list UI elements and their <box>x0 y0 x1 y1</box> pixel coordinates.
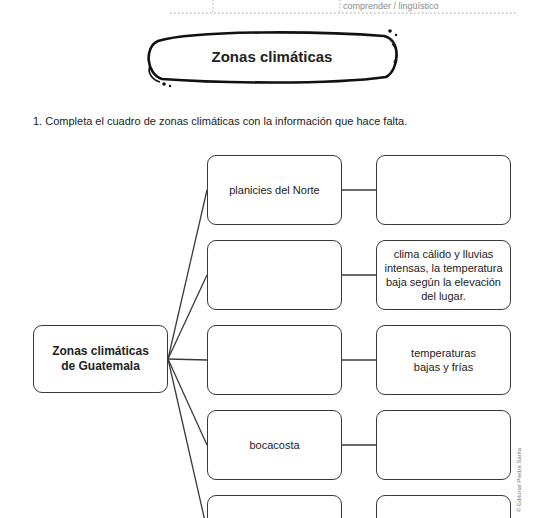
ink-stroke <box>392 44 396 63</box>
zone-box: bocacosta <box>207 410 342 480</box>
box-text: clima cálido y lluvias intensas, la temp… <box>383 247 504 303</box>
connector-line <box>342 359 376 360</box>
worksheet-title: Zonas climáticas <box>172 48 372 65</box>
header-rule <box>170 13 515 14</box>
zone-box <box>376 495 511 518</box>
ink-dot <box>388 29 392 33</box>
ink-stroke <box>149 66 160 82</box>
zone-box: planicies del Norte <box>207 155 342 225</box>
zone-box <box>207 240 342 310</box>
ink-dot <box>169 85 171 87</box>
header-tag: comprender / lingüístico <box>343 1 439 11</box>
box-text: Zonas climáticas de Guatemala <box>48 344 153 374</box>
copyright-note: © Editorial Piedra Santa <box>516 448 522 512</box>
instruction-text: 1. Completa el cuadro de zonas climática… <box>33 115 407 127</box>
zone-box <box>376 410 511 480</box>
zone-box: clima cálido y lluvias intensas, la temp… <box>376 240 511 310</box>
connector-line <box>168 359 207 518</box>
title-blob <box>149 32 397 82</box>
zone-box: temperaturas bajas y frías <box>376 325 511 395</box>
box-text: bocacosta <box>249 438 299 452</box>
connector-line <box>342 444 376 445</box>
box-text: temperaturas bajas y frías <box>401 346 486 374</box>
connector-line <box>168 275 207 359</box>
ink-dot <box>162 82 166 86</box>
connector-line <box>342 189 376 190</box>
zone-box <box>207 325 342 395</box>
root-box: Zonas climáticas de Guatemala <box>33 325 168 393</box>
box-text: planicies del Norte <box>229 183 320 197</box>
connector-line <box>342 274 376 275</box>
ink-dot <box>395 34 397 36</box>
connector-line <box>168 359 207 445</box>
header-divider <box>340 0 341 13</box>
connector-line <box>168 359 207 360</box>
header-divider <box>213 0 214 13</box>
zone-box <box>376 155 511 225</box>
zone-box <box>207 495 342 518</box>
connector-line <box>168 190 207 359</box>
